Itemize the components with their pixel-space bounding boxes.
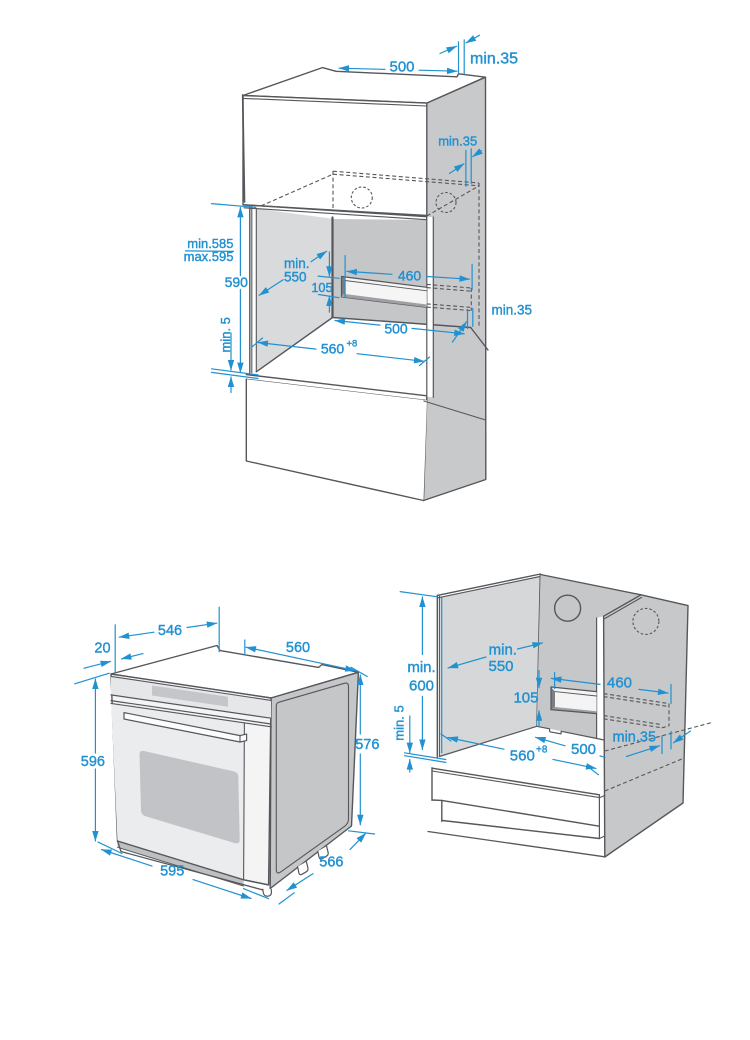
svg-text:560: 560 — [286, 640, 310, 656]
svg-text:20: 20 — [94, 640, 110, 656]
svg-text:min.35: min.35 — [492, 303, 533, 318]
svg-text:590: 590 — [225, 274, 249, 290]
svg-text:min.35: min.35 — [470, 51, 518, 68]
svg-text:min.35: min.35 — [438, 134, 477, 149]
svg-text:min. 5: min. 5 — [218, 317, 233, 352]
svg-text:500: 500 — [571, 741, 596, 758]
svg-text:600: 600 — [409, 677, 434, 694]
svg-text:595: 595 — [160, 864, 184, 880]
svg-text:min.: min. — [407, 659, 435, 676]
svg-text:560: 560 — [510, 748, 535, 765]
svg-text:min.35: min.35 — [613, 730, 657, 746]
svg-text:560: 560 — [321, 341, 345, 357]
svg-text:500: 500 — [384, 320, 408, 336]
svg-text:min.: min. — [489, 642, 517, 659]
svg-text:min. 5: min. 5 — [391, 705, 406, 740]
svg-text:566: 566 — [319, 855, 343, 871]
svg-text:max.595: max.595 — [184, 249, 234, 264]
svg-text:min.: min. — [284, 256, 310, 271]
svg-text:min.585: min.585 — [187, 236, 233, 251]
svg-text:105: 105 — [311, 280, 332, 295]
svg-text:+8: +8 — [536, 745, 548, 756]
svg-text:105: 105 — [513, 690, 538, 707]
svg-text:+8: +8 — [347, 339, 358, 350]
svg-text:500: 500 — [389, 59, 414, 76]
svg-text:596: 596 — [81, 754, 105, 770]
svg-text:460: 460 — [607, 675, 632, 692]
svg-text:550: 550 — [488, 658, 513, 675]
svg-text:546: 546 — [158, 623, 182, 639]
svg-text:460: 460 — [398, 267, 422, 283]
svg-text:576: 576 — [355, 737, 379, 753]
svg-text:550: 550 — [284, 269, 307, 284]
